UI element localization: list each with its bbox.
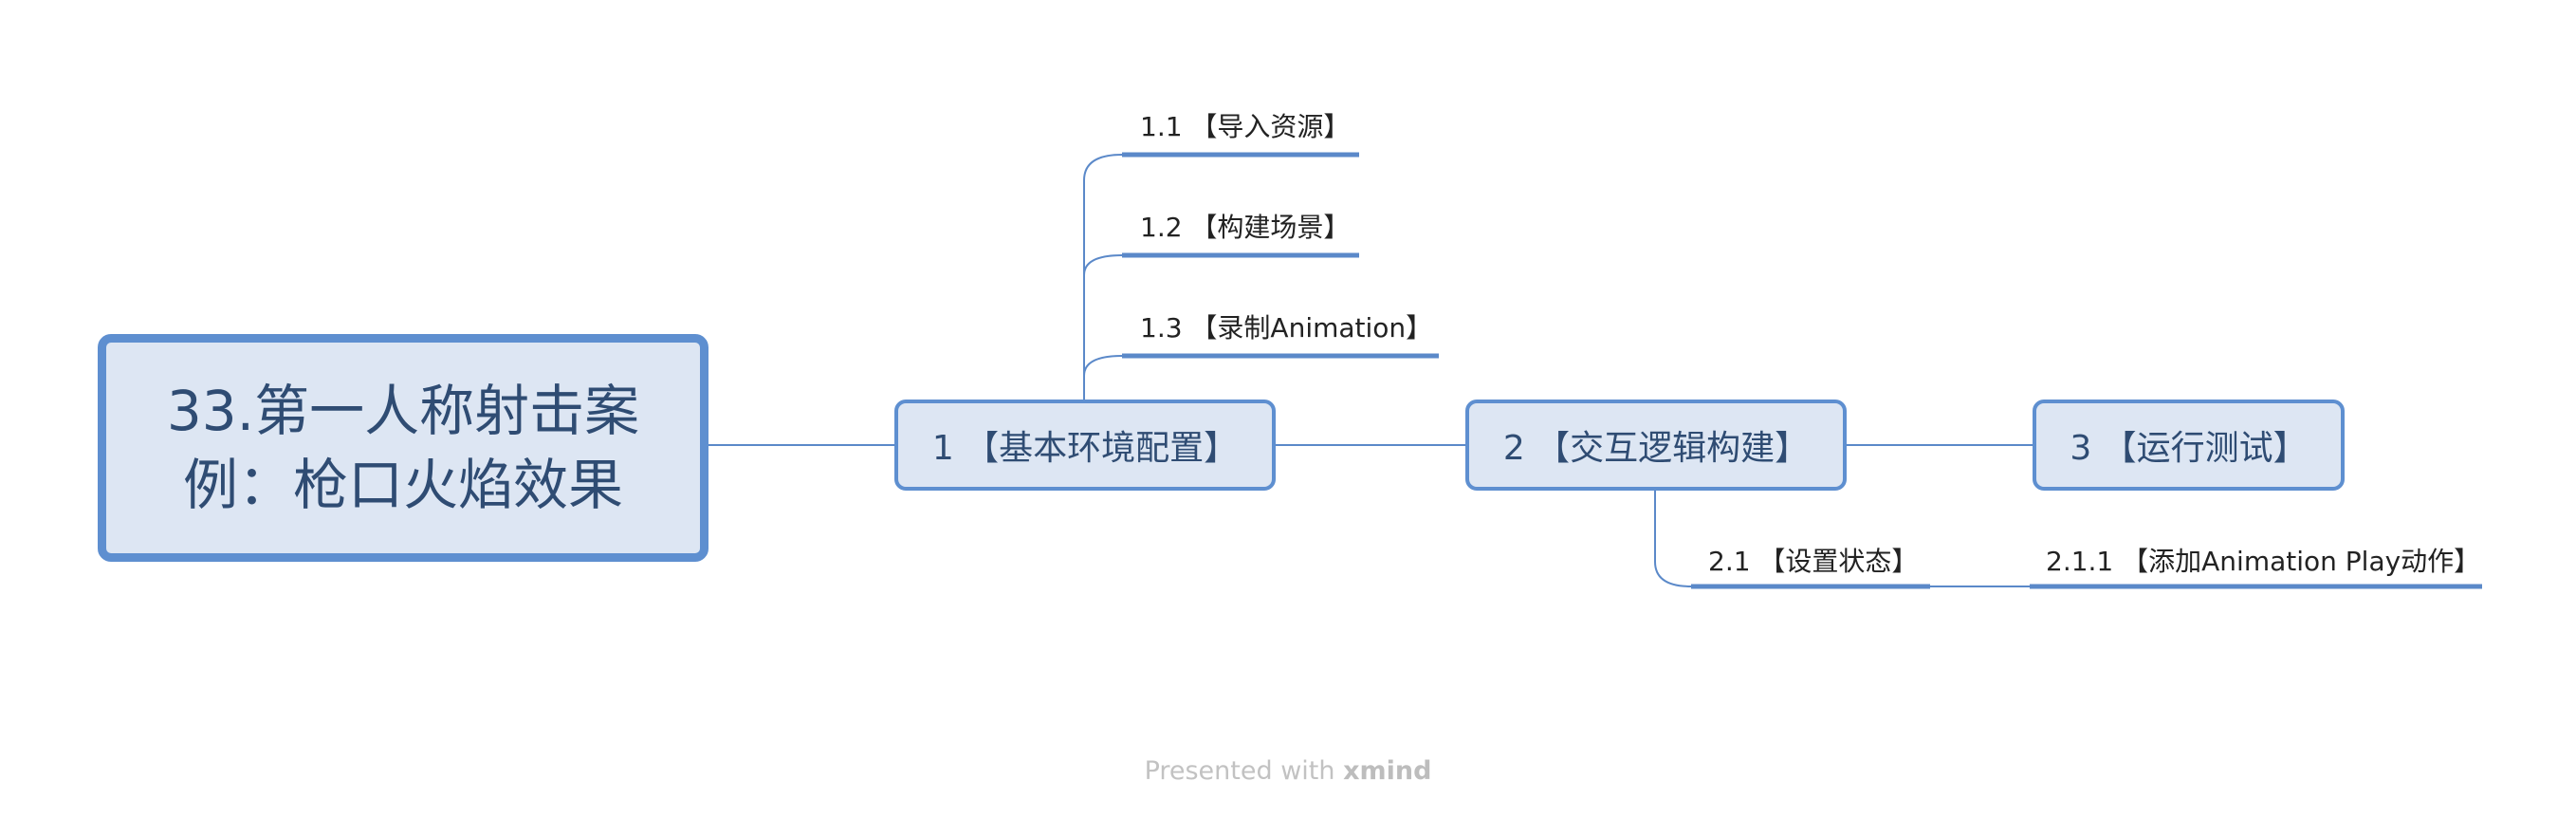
subtopic-2-1-1[interactable]: 2.1.1 【添加Animation Play动作】 <box>2046 546 2481 577</box>
topic-3[interactable]: 3 【运行测试】 <box>2033 400 2345 491</box>
subtopic-1-3[interactable]: 1.3 【录制Animation】 <box>1140 312 1433 344</box>
topic-1-label: 1 【基本环境配置】 <box>931 429 1239 468</box>
topic-2[interactable]: 2 【交互逻辑构建】 <box>1465 400 1847 491</box>
topic-3-label: 3 【运行测试】 <box>2070 429 2308 468</box>
subtopic-2-1[interactable]: 2.1 【设置状态】 <box>1708 546 1919 577</box>
watermark-brand: xmind <box>1343 756 1432 786</box>
subtopic-1-1[interactable]: 1.1 【导入资源】 <box>1140 111 1351 142</box>
central-topic-title: 33.第一人称射击案例：枪口火焰效果 <box>166 379 640 517</box>
central-topic[interactable]: 33.第一人称射击案例：枪口火焰效果 <box>98 334 708 562</box>
subtopic-1-2[interactable]: 1.2 【构建场景】 <box>1140 212 1351 243</box>
watermark: Presented with xmind <box>0 756 2576 786</box>
watermark-prefix: Presented with <box>1144 756 1344 786</box>
topic-2-label: 2 【交互逻辑构建】 <box>1502 429 1810 468</box>
topic-1[interactable]: 1 【基本环境配置】 <box>894 400 1276 491</box>
